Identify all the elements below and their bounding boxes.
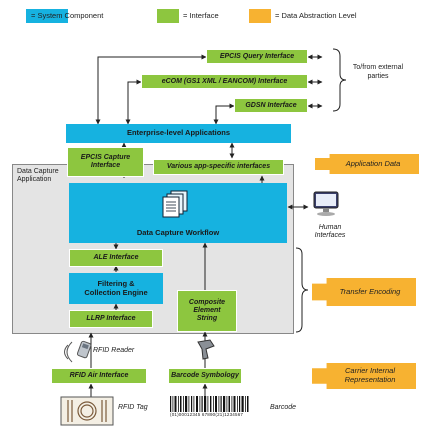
- barcode-label: Barcode: [270, 404, 297, 411]
- ecom-interface: eCOM (GS1 XML / EANCOM) Interface: [141, 74, 308, 89]
- document-stack-icon: [162, 190, 188, 218]
- ale-interface: ALE Interface: [69, 249, 163, 267]
- legend-label-system-component: = System Component: [31, 11, 104, 20]
- rfid-tag-label: RFID Tag: [118, 404, 148, 411]
- carrier-internal-representation-level: Carrier Internal Representation: [312, 363, 416, 389]
- epcis-query-interface: EPCIS Query Interface: [206, 49, 308, 64]
- to-from-external-parties-label: To/from external parties: [352, 64, 404, 80]
- legend-label-interface: = Interface: [183, 11, 219, 20]
- legend-swatch-system-component: [26, 9, 68, 23]
- filtering-collection-engine: Filtering & Collection Engine: [69, 273, 163, 304]
- rfid-reader-icon: [76, 340, 92, 359]
- gdsn-interface: GDSN Interface: [234, 98, 308, 113]
- data-capture-application-title: Data Capture Application: [17, 168, 59, 184]
- transfer-encoding-level: Transfer Encoding: [312, 278, 416, 306]
- rfid-tag-icon: [60, 396, 114, 426]
- legend-label-data-abstraction: = Data Abstraction Level: [275, 11, 357, 20]
- barcode-scanner-icon: [197, 339, 215, 360]
- legend-swatch-interface: [157, 9, 179, 23]
- human-interfaces-label: Human Interfaces: [314, 224, 346, 240]
- enterprise-level-applications: Enterprise-level Applications: [66, 124, 291, 143]
- application-data-level: Application Data: [315, 154, 419, 174]
- data-capture-workflow-label: Data Capture Workflow: [136, 227, 220, 237]
- composite-element-string: Composite Element String: [177, 290, 237, 332]
- epcis-capture-interface: EPCIS Capture Interface: [67, 147, 144, 177]
- monitor-icon: [313, 191, 339, 216]
- barcode-image: [170, 396, 249, 412]
- barcode-symbology: Barcode Symbology: [168, 368, 242, 384]
- rfid-reader-label: RFID Reader: [93, 347, 135, 354]
- rfid-air-interface: RFID Air Interface: [51, 368, 147, 384]
- rfid-waves-icon: [64, 341, 73, 363]
- llrp-interface: LLRP Interface: [69, 310, 153, 328]
- barcode-digits: (01)00012345 67890(21)1234567: [170, 412, 244, 417]
- app-specific-interfaces: Various app-specific interfaces: [153, 159, 284, 175]
- legend-swatch-data-abstraction: [249, 9, 271, 23]
